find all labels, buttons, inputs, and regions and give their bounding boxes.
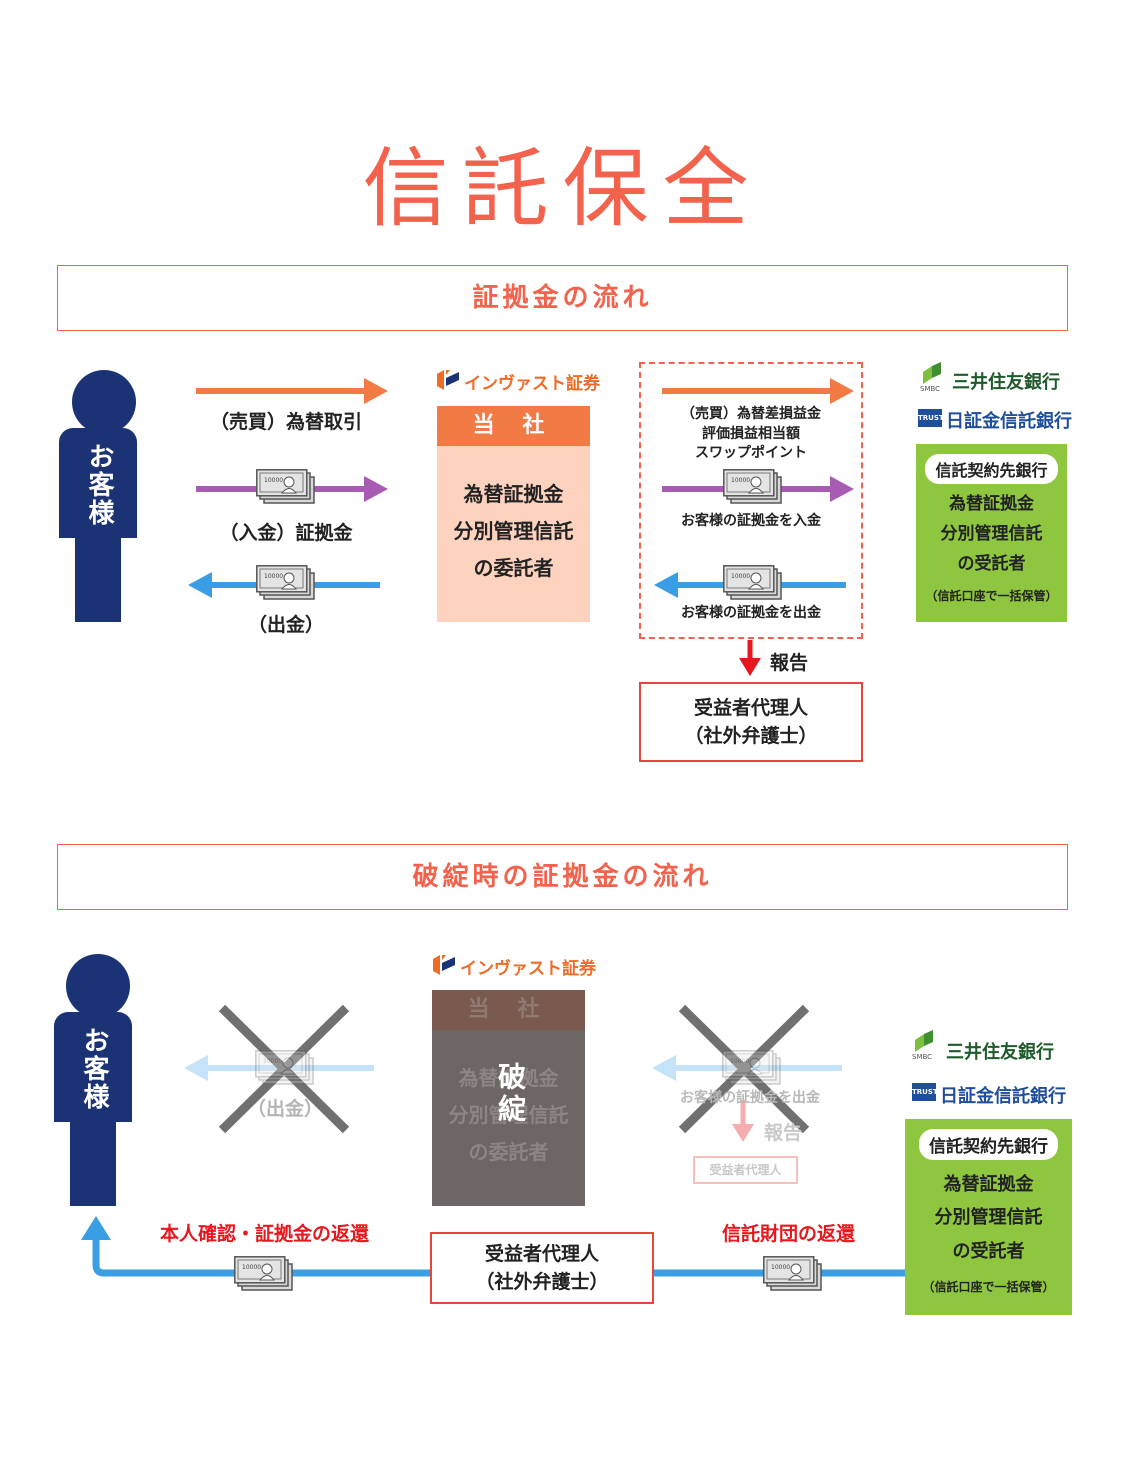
trustee-pill: 信託契約先銀行: [925, 454, 1058, 484]
return-flow-arrow: [81, 1216, 905, 1277]
company-role-line: の委託者: [473, 556, 554, 580]
section-heading-flow: 証拠金の流れ: [57, 265, 1068, 331]
smbc-bank-name: 三井住友銀行: [946, 1042, 1054, 1063]
agent-line: 受益者代理人: [693, 697, 808, 719]
customer-legs: [70, 1120, 116, 1206]
bill-icon: [256, 565, 316, 601]
beneficiary-agent-box: 受益者代理人 （社外弁護士）: [639, 682, 863, 762]
trust-deposit-label: お客様の証拠金を入金: [681, 513, 821, 529]
trustee-pill: 信託契約先銀行: [919, 1129, 1058, 1160]
agent-line: （社外弁護士）: [684, 724, 818, 747]
nissho-bank-name: 日証金信託銀行: [946, 411, 1072, 432]
brand-logo-icon: [432, 955, 456, 975]
trustee-note: （信託口座で一括保管）: [925, 589, 1058, 604]
customer-label: お客様: [83, 443, 114, 527]
brand-name: インヴァスト証券: [460, 959, 596, 979]
faded-report-label: 報告: [764, 1122, 803, 1144]
return-trust-label: 信託財団の返還: [722, 1223, 856, 1245]
return-identity-label: 本人確認・証拠金の返還: [160, 1223, 370, 1245]
smbc-bank-name: 三井住友銀行: [952, 372, 1060, 393]
brand-logo-icon: [436, 370, 460, 390]
customer-head-icon: [66, 954, 130, 1018]
trustee-role-line: 分別管理信託: [940, 523, 1043, 544]
customer-torso: お客様: [59, 428, 137, 538]
trustee-note: （信託口座で一括保管）: [922, 1279, 1055, 1294]
withdraw-label: （出金）: [247, 614, 324, 636]
bill-icon: [256, 469, 316, 505]
bill-icon: [722, 1050, 782, 1086]
nissho-logo-icon: TRUST: [912, 1083, 938, 1101]
deposit-label: （入金）証拠金: [219, 522, 353, 544]
report-label: 報告: [770, 652, 809, 674]
faded-trust-withdraw-label: お客様の証拠金を出金: [680, 1090, 820, 1106]
smbc-logo-icon: [920, 357, 944, 397]
customer-head-icon: [72, 370, 136, 434]
trust-flow-line: 評価損益相当額: [702, 425, 800, 442]
agent-line: 受益者代理人: [484, 1243, 599, 1265]
faded-withdraw-label: （出金）: [246, 1098, 323, 1120]
agent-line: （社外弁護士）: [475, 1270, 609, 1293]
company-role-line: の委託者: [468, 1140, 549, 1164]
customer-label: お客様: [78, 1027, 109, 1111]
trust-flow-lines: （売買）為替差損益金 評価損益相当額 スワップポイント: [641, 405, 861, 464]
company-tag: 当 社: [437, 406, 590, 446]
section-heading-collapse: 破綻時の証拠金の流れ: [57, 844, 1068, 910]
company-role-line: 分別管理信託: [448, 1103, 569, 1127]
trustee-role-line: 為替証拠金: [949, 494, 1034, 514]
nissho-logo-icon: TRUST: [918, 409, 944, 427]
trustee-role-line: 為替証拠金: [943, 1174, 1034, 1195]
trustee-bank-box: 信託契約先銀行 為替証拠金 分別管理信託 の受託者 （信託口座で一括保管）: [905, 1119, 1072, 1315]
page-title: 信託保全: [362, 139, 763, 239]
customer-torso: お客様: [54, 1012, 132, 1122]
faded-agent-box: 受益者代理人: [693, 1156, 798, 1184]
beneficiary-agent-box: 受益者代理人 （社外弁護士）: [430, 1232, 654, 1304]
trade-label: （売買）為替取引: [209, 411, 362, 433]
bill-icon: [255, 1050, 315, 1086]
smbc-logo-icon: [912, 1025, 936, 1065]
bill-icon: [763, 1256, 823, 1292]
trust-flow-box: [639, 362, 863, 639]
company-role-line: 為替証拠金: [463, 482, 564, 506]
trustee-bank-box: 信託契約先銀行 為替証拠金 分別管理信託 の受託者 （信託口座で一括保管）: [916, 444, 1067, 622]
company-role-line: 分別管理信託: [453, 519, 574, 543]
company-tag: 当 社: [432, 990, 585, 1030]
trust-withdraw-label: お客様の証拠金を出金: [681, 605, 821, 621]
trustee-role-line: の受託者: [957, 553, 1026, 574]
trust-flow-line: （売買）為替差損益金: [681, 406, 821, 422]
nissho-bank-name: 日証金信託銀行: [940, 1086, 1066, 1107]
collapse-label: 破綻: [494, 1062, 527, 1126]
company-role: 為替証拠金 分別管理信託 の委託者: [437, 446, 590, 622]
flow-arrows: [188, 378, 854, 676]
company-role-line: 為替証拠金: [458, 1066, 559, 1090]
trustee-role-line: 分別管理信託: [934, 1207, 1043, 1229]
trustee-role-line: の受託者: [952, 1240, 1025, 1262]
collapsed-company-role: 為替証拠金 分別管理信託 の委託者: [432, 1030, 585, 1206]
trust-flow-line: スワップポイント: [695, 445, 807, 462]
customer-legs: [75, 536, 121, 622]
brand-name: インヴァスト証券: [464, 374, 600, 394]
bill-icon: [234, 1256, 294, 1292]
